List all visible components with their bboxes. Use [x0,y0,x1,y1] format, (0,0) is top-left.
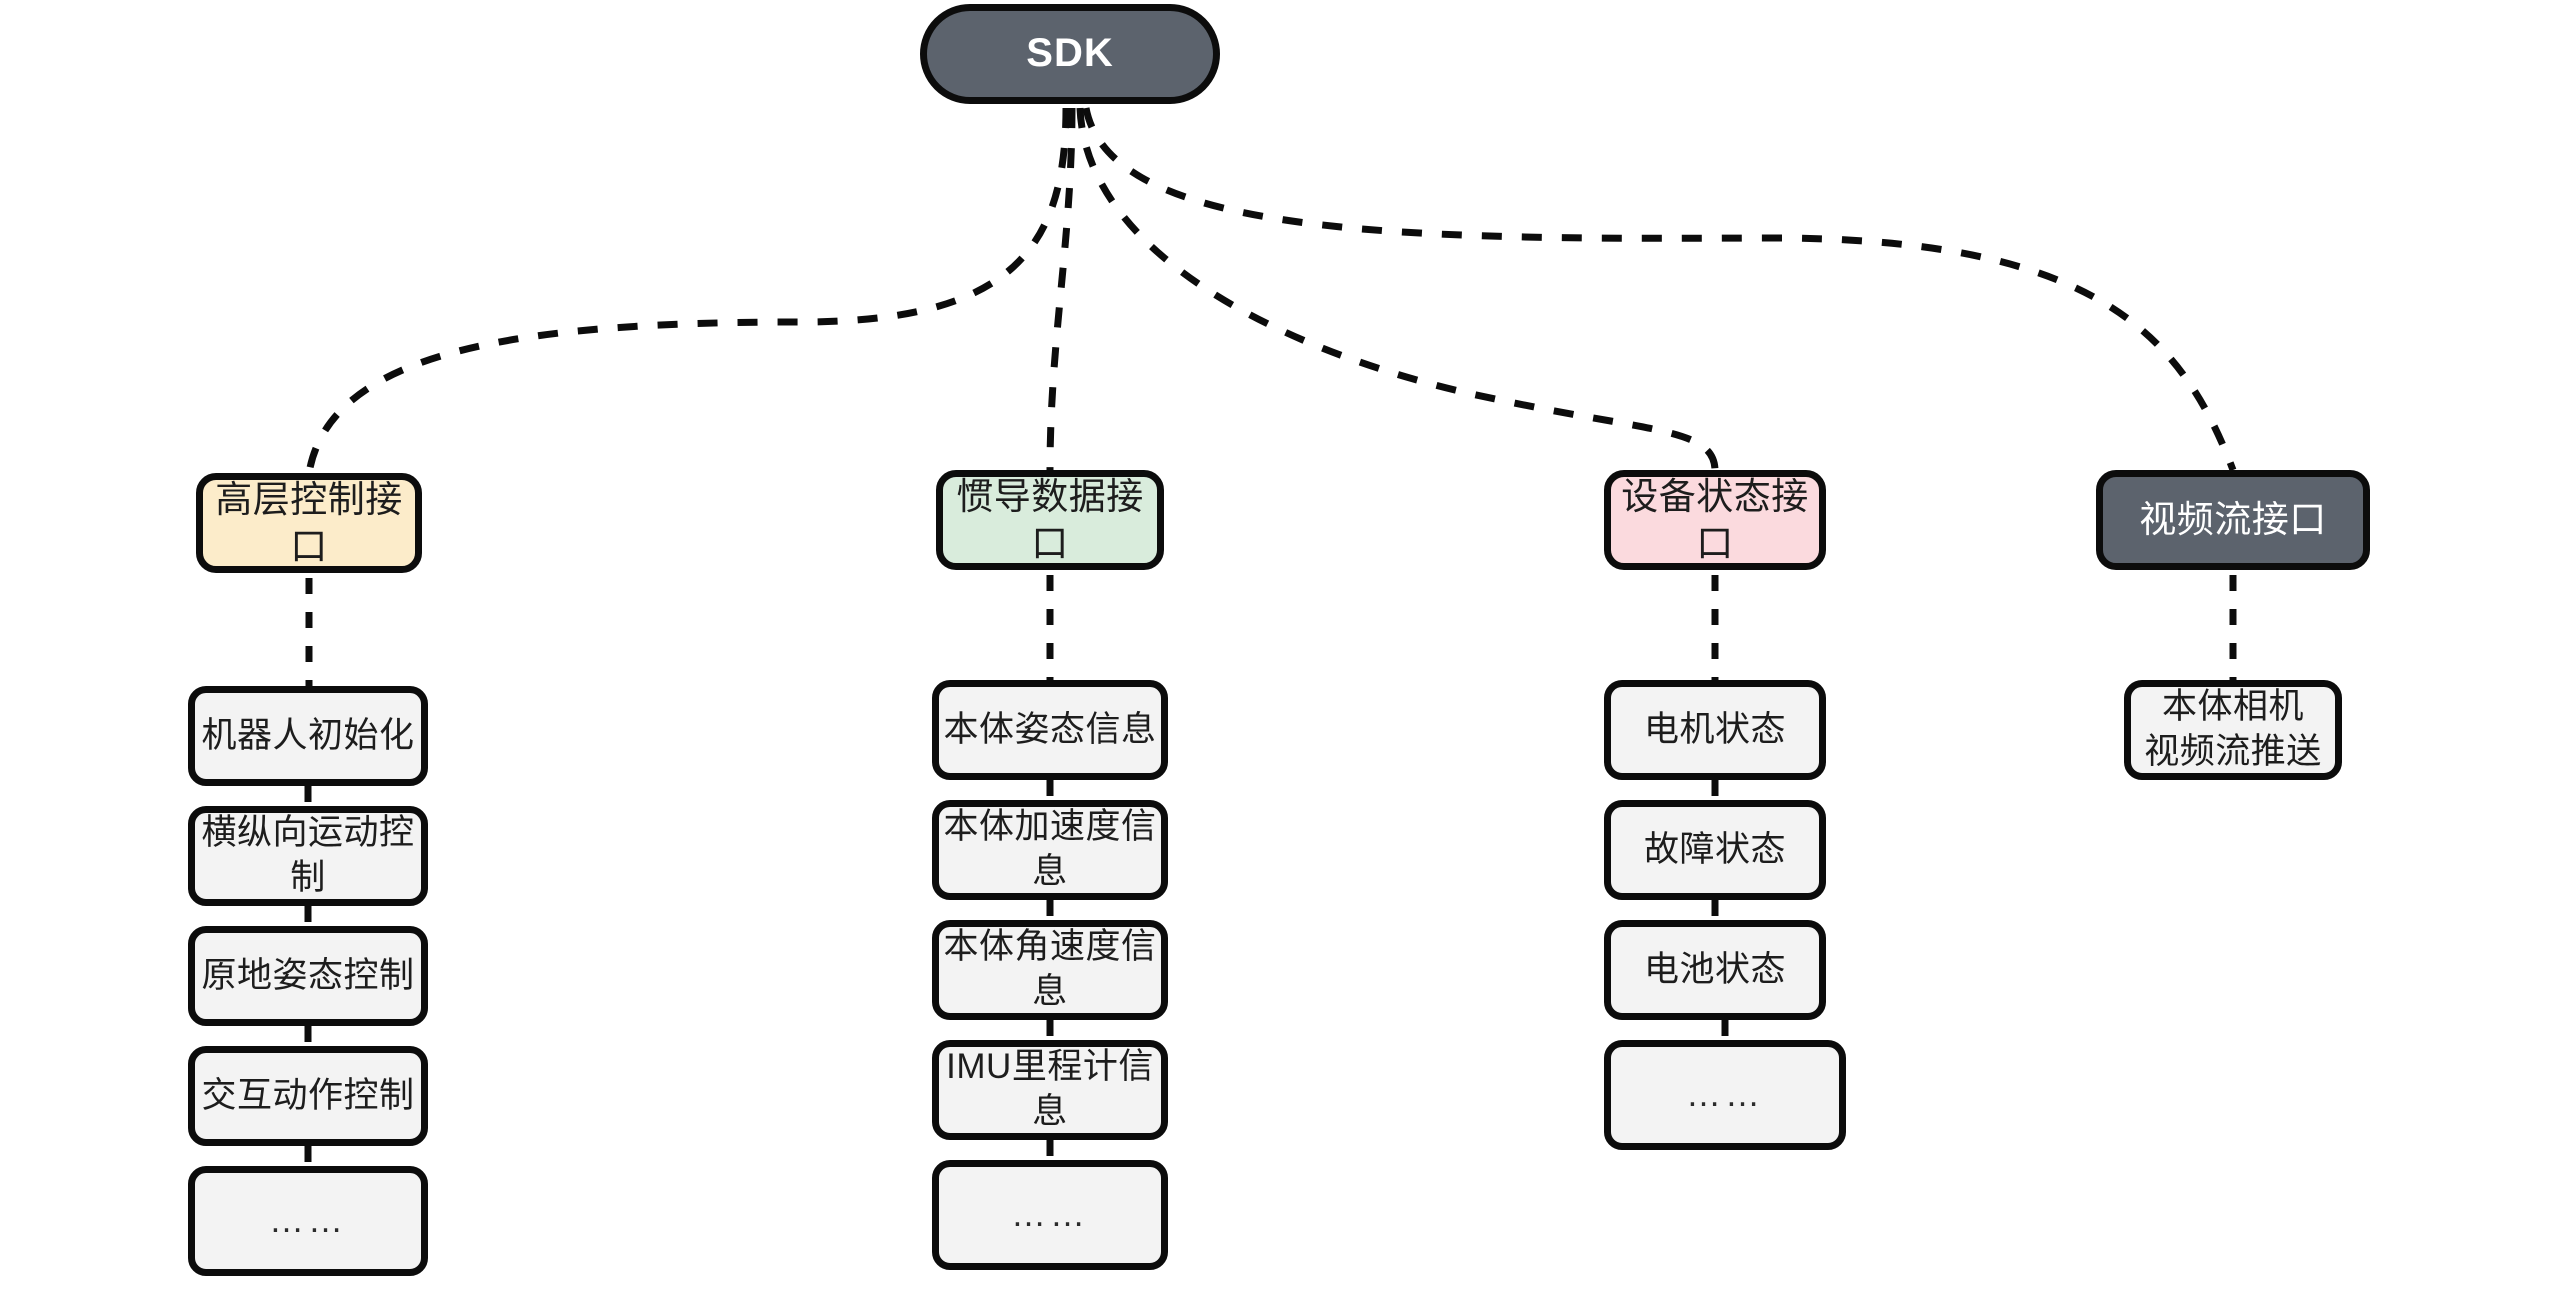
edge-sdk-to-inertial-navigation [1046,107,1076,471]
node-leaf-inertial-navigation-data-0[interactable]: 本体姿态信息 [932,680,1168,780]
node-leaf-high-level-control-3[interactable]: 交互动作控制 [188,1046,428,1146]
node-leaf-device-status-1[interactable]: 故障状态 [1604,800,1826,900]
edge-sdk-to-high-level-control [305,107,1070,474]
node-leaf-device-status-0[interactable]: 电机状态 [1604,680,1826,780]
node-category-video-stream[interactable]: 视频流接口 [2096,470,2370,570]
node-category-inertial-navigation-data[interactable]: 惯导数据接口 [936,470,1164,570]
edge-sdk-to-device-status [1076,107,1719,471]
node-leaf-device-status-2[interactable]: 电池状态 [1604,920,1826,1020]
node-leaf-device-status-3[interactable]: …… [1604,1040,1846,1150]
node-leaf-inertial-navigation-data-1[interactable]: 本体加速度信息 [932,800,1168,900]
node-leaf-high-level-control-1[interactable]: 横纵向运动控制 [188,806,428,906]
node-leaf-high-level-control-4[interactable]: …… [188,1166,428,1276]
node-leaf-high-level-control-2[interactable]: 原地姿态控制 [188,926,428,1026]
node-leaf-inertial-navigation-data-3[interactable]: IMU里程计信息 [932,1040,1168,1140]
node-category-device-status[interactable]: 设备状态接口 [1604,470,1826,570]
edge-sdk-to-video-stream [1082,107,2237,472]
node-leaf-video-stream-0[interactable]: 本体相机 视频流推送 [2124,680,2342,780]
node-leaf-high-level-control-0[interactable]: 机器人初始化 [188,686,428,786]
node-sdk-root[interactable]: SDK [920,4,1220,104]
node-category-high-level-control[interactable]: 高层控制接口 [196,473,422,573]
node-leaf-inertial-navigation-data-4[interactable]: …… [932,1160,1168,1270]
node-leaf-inertial-navigation-data-2[interactable]: 本体角速度信息 [932,920,1168,1020]
